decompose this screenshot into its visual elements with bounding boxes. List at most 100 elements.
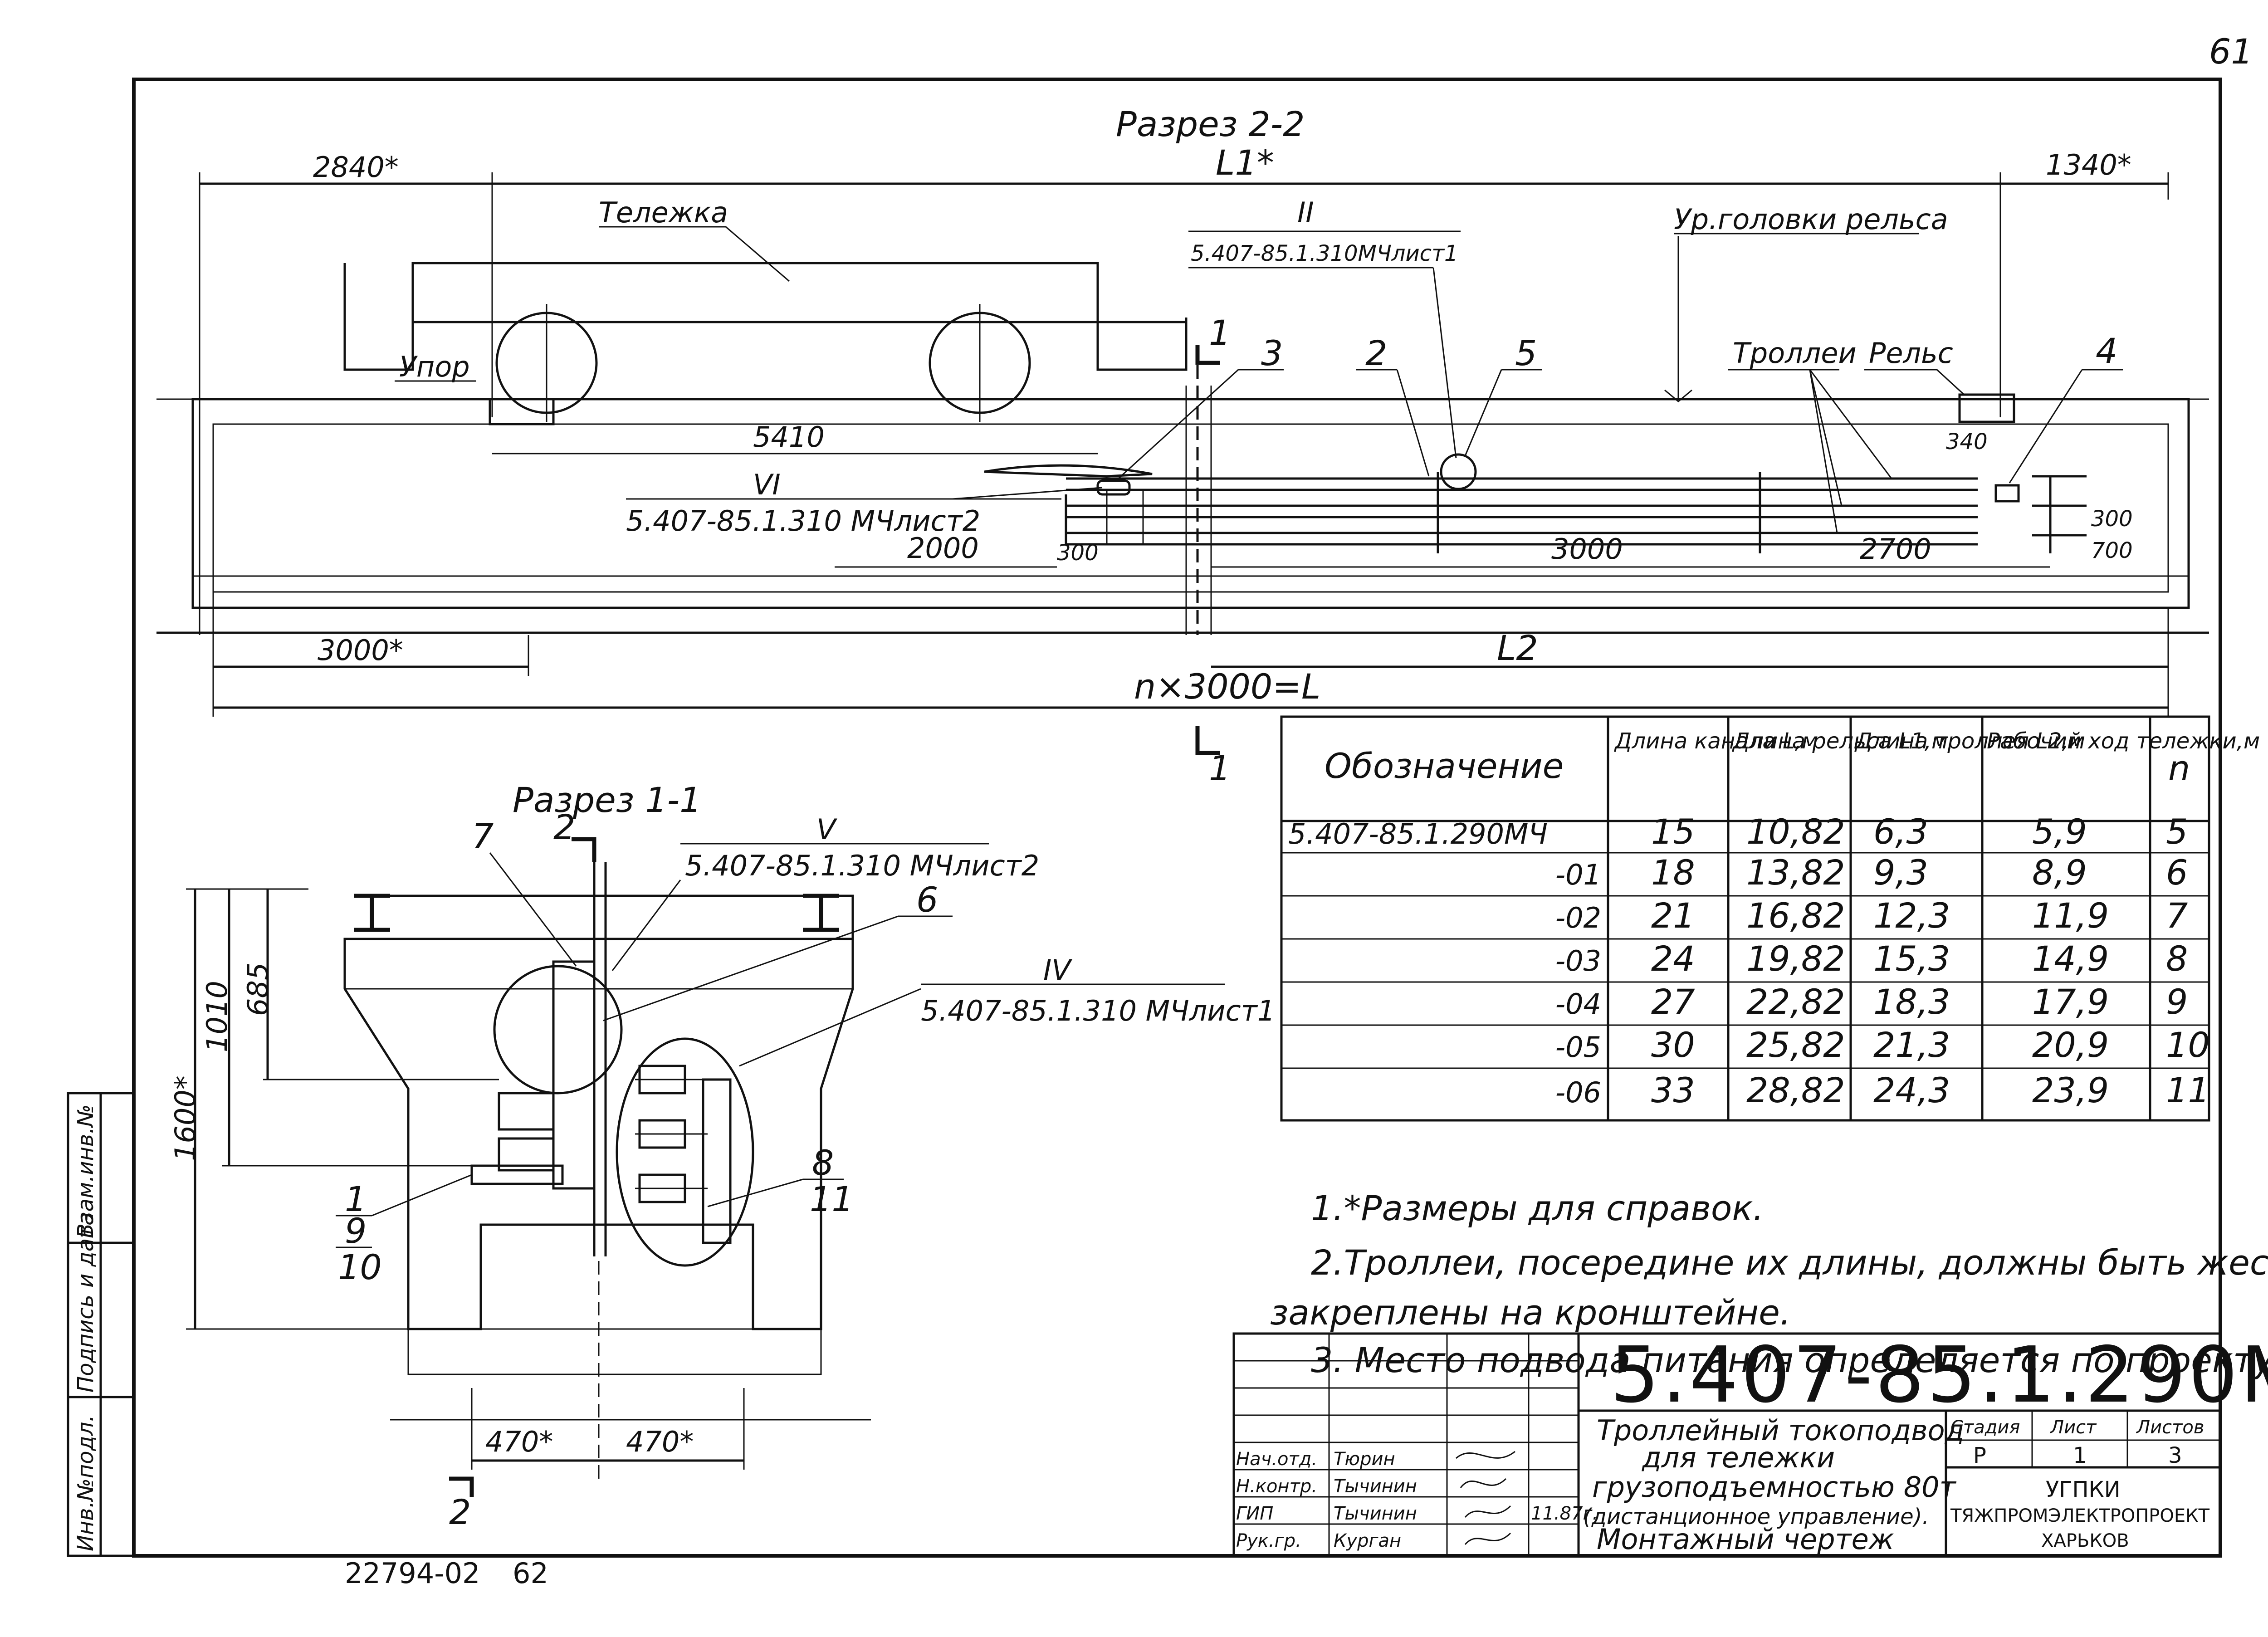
note-1: 1.*Размеры для справок.: [1311, 1188, 1764, 1228]
cut-2-top: [572, 837, 596, 862]
dim-3000-left: 3000*: [318, 634, 403, 667]
table-cell: 21: [1651, 895, 1695, 936]
callout-8: 8: [812, 1143, 834, 1183]
stamp-replace-inv: Взам.инв.№: [73, 1104, 98, 1238]
table-cell: 9,3: [1873, 852, 1928, 893]
dim-3000: 3000: [1551, 533, 1623, 566]
dim-1010: 1010: [200, 981, 234, 1052]
th-travel: Рабочий ход тележки,м: [1987, 728, 2260, 754]
cut-mark-top-label: 1: [1209, 313, 1231, 353]
table-cell: 15,3: [1873, 938, 1950, 979]
table-cell: 13,82: [1746, 852, 1845, 893]
signature-3: [1464, 1505, 1511, 1518]
section-2-title: Разрез 2-2: [1116, 104, 1305, 144]
callout-9: 9: [345, 1211, 367, 1251]
archive-page: 62: [513, 1557, 548, 1590]
callout-7: 7: [472, 816, 494, 856]
dim-700: 700: [2091, 538, 2133, 563]
table-cell: 8,9: [2032, 852, 2087, 893]
callout-4: 4: [2096, 331, 2117, 371]
table-cell: 9: [2166, 982, 2188, 1022]
org-line-3: ХАРЬКОВ: [2041, 1530, 2129, 1551]
table-cell: 17,9: [2032, 982, 2109, 1022]
signature-2: [1460, 1478, 1507, 1488]
callout-5: 5: [1515, 333, 1537, 373]
org-line-1: УГПКИ: [2046, 1477, 2121, 1502]
notes: 1.*Размеры для справок. 2.Троллеи, посер…: [1270, 1188, 2268, 1380]
role-1: Нач.отд.: [1236, 1449, 1317, 1470]
beam-left: [354, 894, 390, 932]
table-cell-designation: -04: [1555, 987, 1601, 1021]
detail-v-circle: [493, 965, 623, 1095]
name-1: Тюрин: [1334, 1449, 1395, 1470]
sheets-value: 3: [2168, 1443, 2182, 1468]
page-number: 61: [2209, 31, 2253, 72]
callout-1: 1: [345, 1179, 367, 1219]
dim-2700: 2700: [1860, 533, 1931, 566]
th-designation: Обозначение: [1325, 746, 1564, 786]
trolley-body: [343, 262, 1188, 371]
table-cell: 18: [1651, 852, 1695, 893]
label-stop: Упор: [399, 350, 470, 383]
callout-11: 11: [810, 1179, 854, 1219]
label-trolleys: Троллеи: [1733, 337, 1857, 370]
table-cell: 12,3: [1873, 895, 1950, 936]
table-cell: 10,82: [1746, 811, 1845, 852]
title-block: 5.407-85.1.290МЧ Троллейный токоподвод д…: [1232, 1330, 2268, 1557]
feed-3: [984, 464, 1153, 478]
cut-2-top-label: 2: [553, 807, 575, 847]
table-cell: 5,9: [2032, 811, 2087, 852]
table-cell: 18,3: [1873, 982, 1950, 1022]
stage-value: Р: [1973, 1443, 1986, 1468]
dim-300a: 300: [1057, 540, 1099, 566]
spec-table: Обозначение Длина канала L,м Длина рельс…: [1280, 715, 2260, 1122]
ref-ii-doc: 5.407-85.1.310МЧлист1: [1191, 241, 1458, 266]
ref-iv-doc: 5.407-85.1.310 МЧлист1: [921, 994, 1275, 1027]
title-line-3: грузоподъемностью 80т: [1592, 1471, 1957, 1504]
sheet-header: Лист: [2049, 1417, 2097, 1438]
table-cell-designation: -05: [1555, 1031, 1601, 1064]
section-1-title: Разрез 1-1: [513, 780, 702, 820]
table-cell: 10: [2166, 1025, 2210, 1065]
callout-2: 2: [1365, 333, 1387, 373]
dim-total: n×3000=L: [1134, 666, 1320, 707]
table-cell: 6,3: [1873, 811, 1928, 852]
sheet-value: 1: [2073, 1443, 2087, 1468]
title-line-5: Монтажный чертеж: [1597, 1523, 1894, 1556]
table-cell: 24,3: [1873, 1070, 1950, 1110]
role-3: ГИП: [1236, 1503, 1273, 1524]
label-rail-level: Ур.головки рельса: [1674, 203, 1948, 236]
detail-iv-ellipse: [616, 1037, 754, 1267]
side-stamp: Инв.№подл. Подпись и дата Взам.инв.№: [67, 1092, 135, 1557]
doc-code: 5.407-85.1.290МЧ: [1610, 1330, 2268, 1420]
channel-inner: [212, 423, 2169, 593]
table-cell: 21,3: [1873, 1025, 1950, 1065]
dim-1340: 1340*: [2046, 148, 2131, 181]
stamp-inv-orig: Инв.№подл.: [73, 1415, 98, 1551]
archive-number: 22794-02: [345, 1557, 480, 1590]
title-line-1: Троллейный токоподвод: [1597, 1414, 1964, 1447]
table-cell: 28,82: [1746, 1070, 1845, 1110]
dim-1600: 1600*: [169, 1075, 202, 1161]
dim-5410: 5410: [753, 420, 825, 454]
label-rail: Рельс: [1869, 337, 1953, 370]
table-cell: 33: [1651, 1070, 1695, 1110]
table-cell: 15: [1651, 811, 1695, 852]
table-cell: 23,9: [2032, 1070, 2109, 1110]
table-cell: 24: [1651, 938, 1695, 979]
ref-ii: II: [1297, 196, 1314, 229]
cut-mark-bottom-label: 1: [1209, 748, 1231, 788]
table-cell: 5: [2166, 811, 2188, 852]
name-3: Тычинин: [1334, 1503, 1417, 1524]
ref-v-doc: 5.407-85.1.310 МЧлист2: [685, 849, 1039, 882]
table-cell-designation: -03: [1555, 944, 1601, 977]
th-rail: Длина рельса L1,м: [1732, 728, 1948, 754]
dim-340: 340: [1946, 429, 1988, 454]
bracket-4: [1994, 484, 2020, 503]
table-cell: 30: [1651, 1025, 1695, 1065]
callout-3: 3: [1261, 333, 1283, 373]
section-2-2: Разрез 2-2 L1* 2840* 1340* Тележка Упор …: [156, 104, 2209, 788]
dim-685: 685: [241, 963, 274, 1016]
cut-2-bottom-label: 2: [449, 1492, 471, 1532]
